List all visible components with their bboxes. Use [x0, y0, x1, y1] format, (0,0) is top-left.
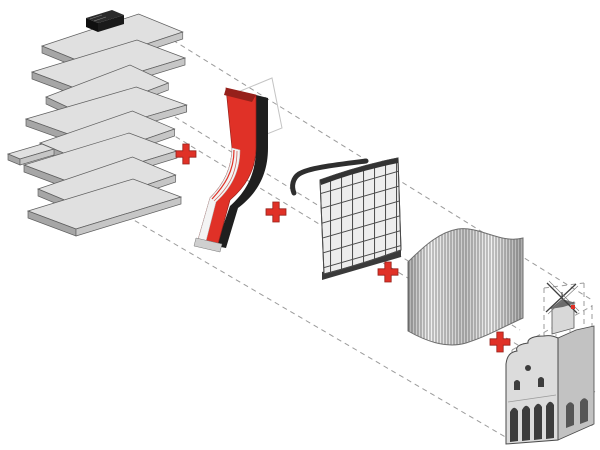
arched-opening: [522, 405, 530, 441]
grid-facade-slab: [290, 157, 402, 280]
string-course: [507, 394, 557, 403]
plus-icon: [489, 331, 511, 353]
arched-opening: [546, 401, 554, 439]
arched-opening: [534, 403, 542, 440]
windmill-red-marker: [571, 305, 575, 309]
oculus-window: [525, 365, 531, 371]
rooftop-plant-box: [86, 10, 124, 32]
windmill: [545, 280, 580, 335]
building-front-facade: [505, 335, 559, 445]
curved-canopy-beam: [290, 158, 369, 196]
heritage-building: [505, 280, 595, 445]
stacked-slab-tower: [6, 10, 188, 237]
striped-wave-surface: [407, 228, 524, 346]
small-side-slab: [6, 143, 56, 166]
upper-arch-window: [538, 377, 544, 387]
plus-icon: [377, 261, 399, 283]
inner-red-stripe: [211, 149, 235, 200]
wave-shading: [408, 228, 523, 345]
wall-footing: [193, 237, 223, 253]
plus-icon: [265, 201, 287, 223]
inner-red-stripe-thin: [213, 150, 238, 202]
wave-outline: [407, 228, 524, 346]
upper-arch-window: [514, 380, 520, 390]
facade-ground-strip: [322, 250, 401, 280]
building-side-face: [557, 325, 595, 441]
side-arched-opening: [580, 398, 588, 424]
side-arched-opening: [566, 402, 574, 428]
wall-top-fold: [224, 88, 256, 102]
arched-opening: [510, 407, 518, 442]
curved-red-wall: [193, 77, 283, 253]
facade-top-band: [320, 158, 398, 185]
inner-white-band: [197, 147, 241, 242]
